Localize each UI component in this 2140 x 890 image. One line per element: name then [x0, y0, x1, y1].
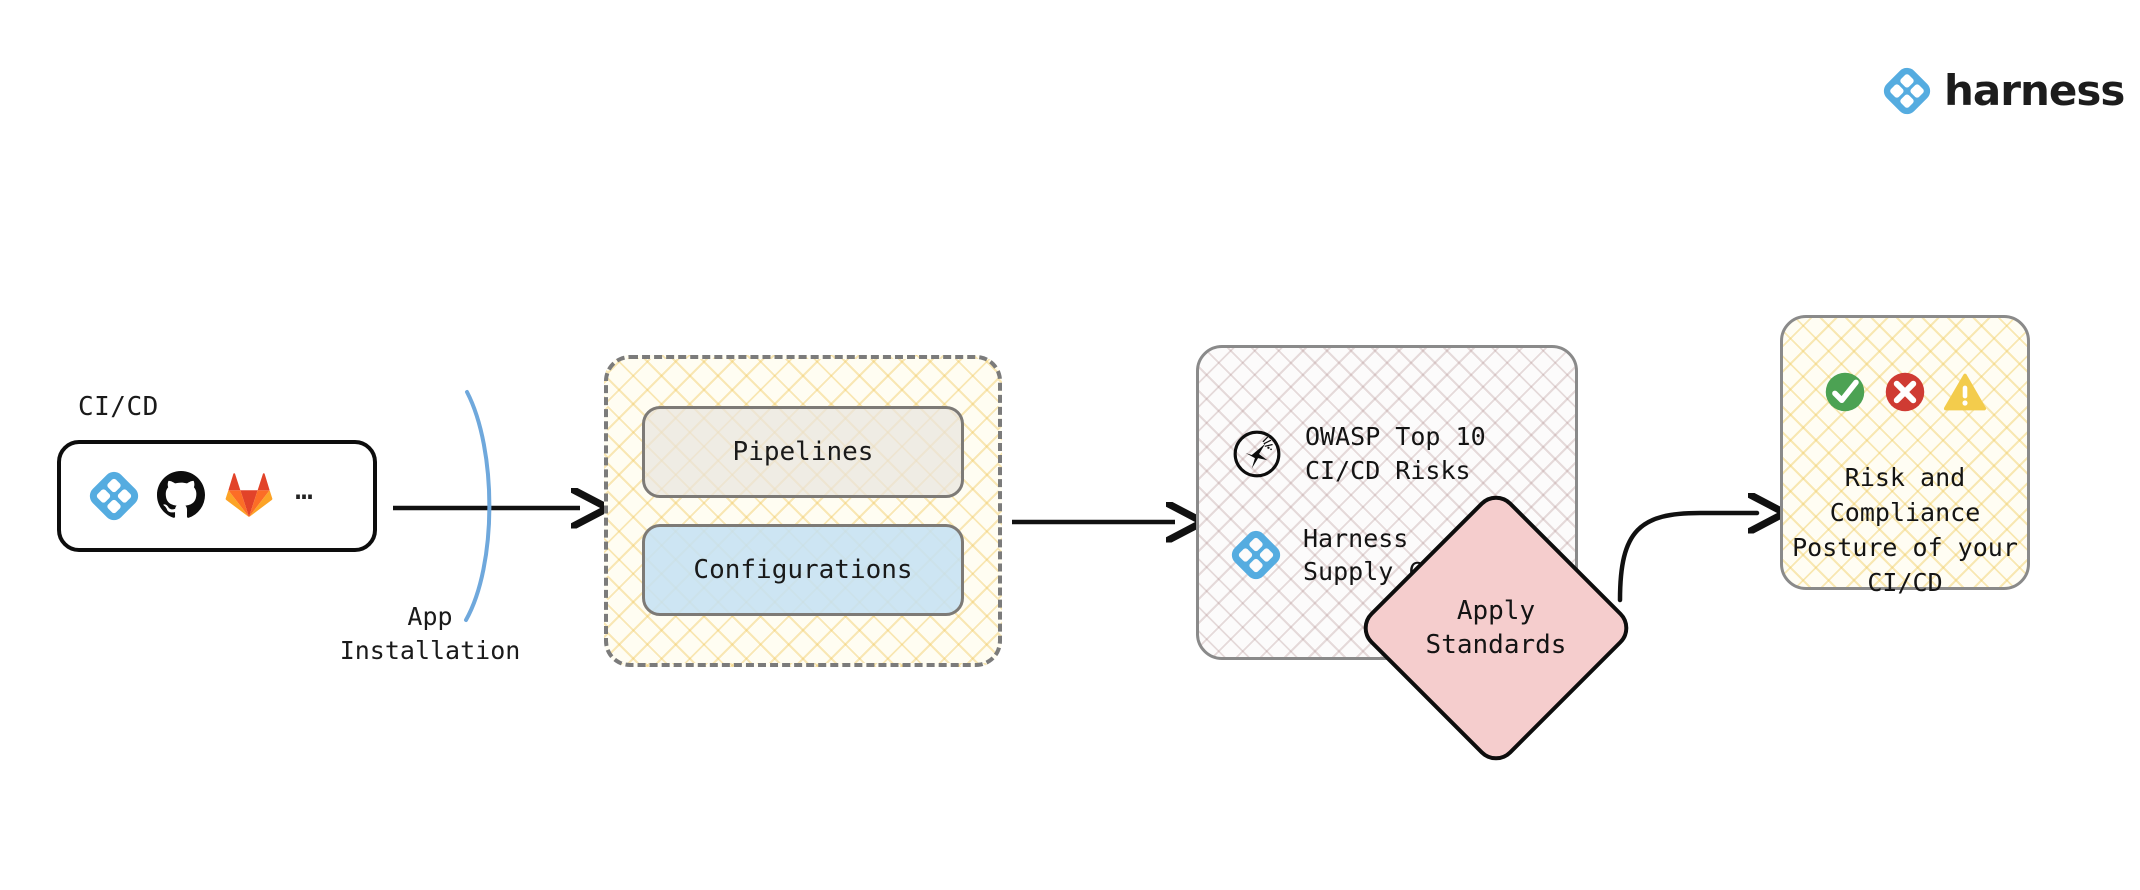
gitlab-icon — [225, 471, 275, 521]
harness-diamond-icon — [1883, 67, 1931, 115]
harness-brand-logo: harness — [1883, 66, 2125, 115]
harness-wordmark: harness — [1944, 66, 2125, 115]
pipelines-label: Pipelines — [732, 437, 874, 467]
owasp-label: OWASP Top 10 CI/CD Risks — [1305, 422, 1486, 485]
configurations-card: Configurations — [642, 524, 964, 616]
github-icon — [157, 471, 207, 521]
status-icon-group — [1823, 370, 1987, 414]
outcome-label: Risk and Compliance Posture of your CI/C… — [1792, 463, 2018, 597]
check-circle-icon — [1823, 370, 1867, 414]
configurations-label: Configurations — [693, 555, 913, 585]
apply-standards-label: Apply Standards — [1425, 595, 1567, 660]
cicd-tools-box: … — [57, 440, 377, 552]
more-tools-ellipsis: … — [295, 472, 316, 507]
app-installation-label: App Installation — [339, 602, 521, 665]
scanned-assets-container: Pipelines Configurations — [604, 355, 1002, 667]
x-circle-icon — [1883, 370, 1927, 414]
standards-row-owasp: OWASP Top 10 CI/CD Risks — [1231, 420, 1575, 488]
cicd-label: CI/CD — [78, 392, 159, 422]
harness-icon — [89, 471, 139, 521]
warning-triangle-icon — [1943, 370, 1987, 414]
pipelines-card: Pipelines — [642, 406, 964, 498]
outcome-card: Risk and Compliance Posture of your CI/C… — [1780, 315, 2030, 597]
owasp-icon — [1231, 428, 1283, 480]
harness-icon — [1231, 530, 1281, 580]
app-installation-arc — [464, 390, 492, 622]
arrow-standards-to-outcome — [1617, 513, 1757, 603]
